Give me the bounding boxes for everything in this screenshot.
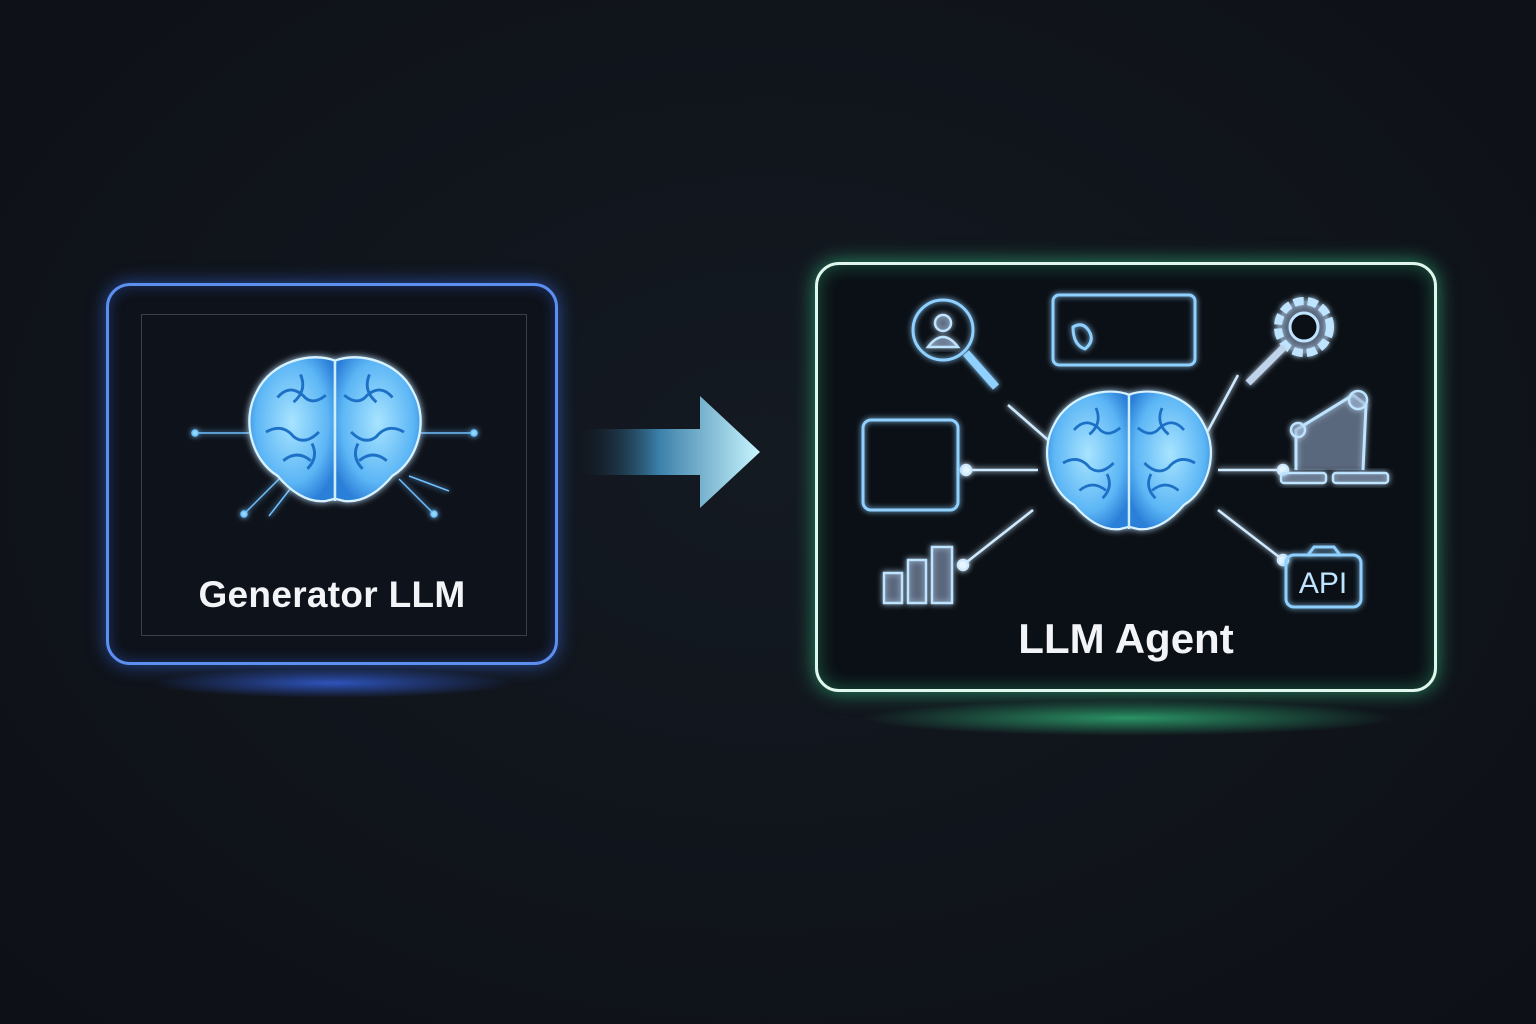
- llm-agent-label: LLM Agent: [1018, 615, 1234, 662]
- llm-agent-card: API LLM Agent: [815, 262, 1437, 692]
- svg-text:API: API: [1299, 567, 1347, 600]
- agent-illustration: API: [861, 293, 1390, 609]
- generator-llm-card: Generator LLM: [106, 283, 558, 665]
- api-icon: API: [1284, 545, 1363, 609]
- brain-icon: [191, 355, 478, 518]
- robot-arm-icon: [1279, 389, 1390, 485]
- browser-window-icon: [1051, 293, 1197, 367]
- arrow-right-icon: [575, 396, 760, 508]
- user-search-icon: [911, 298, 999, 390]
- gear-wrench-icon: [1245, 297, 1334, 386]
- document-list-icon: [861, 418, 960, 512]
- brain-icon: [1045, 390, 1213, 531]
- bar-chart-icon: [882, 545, 954, 605]
- inner-frame: [141, 314, 527, 636]
- source-card-glow: [150, 668, 514, 698]
- target-card-glow: [860, 700, 1400, 736]
- generator-llm-label: Generator LLM: [198, 574, 466, 615]
